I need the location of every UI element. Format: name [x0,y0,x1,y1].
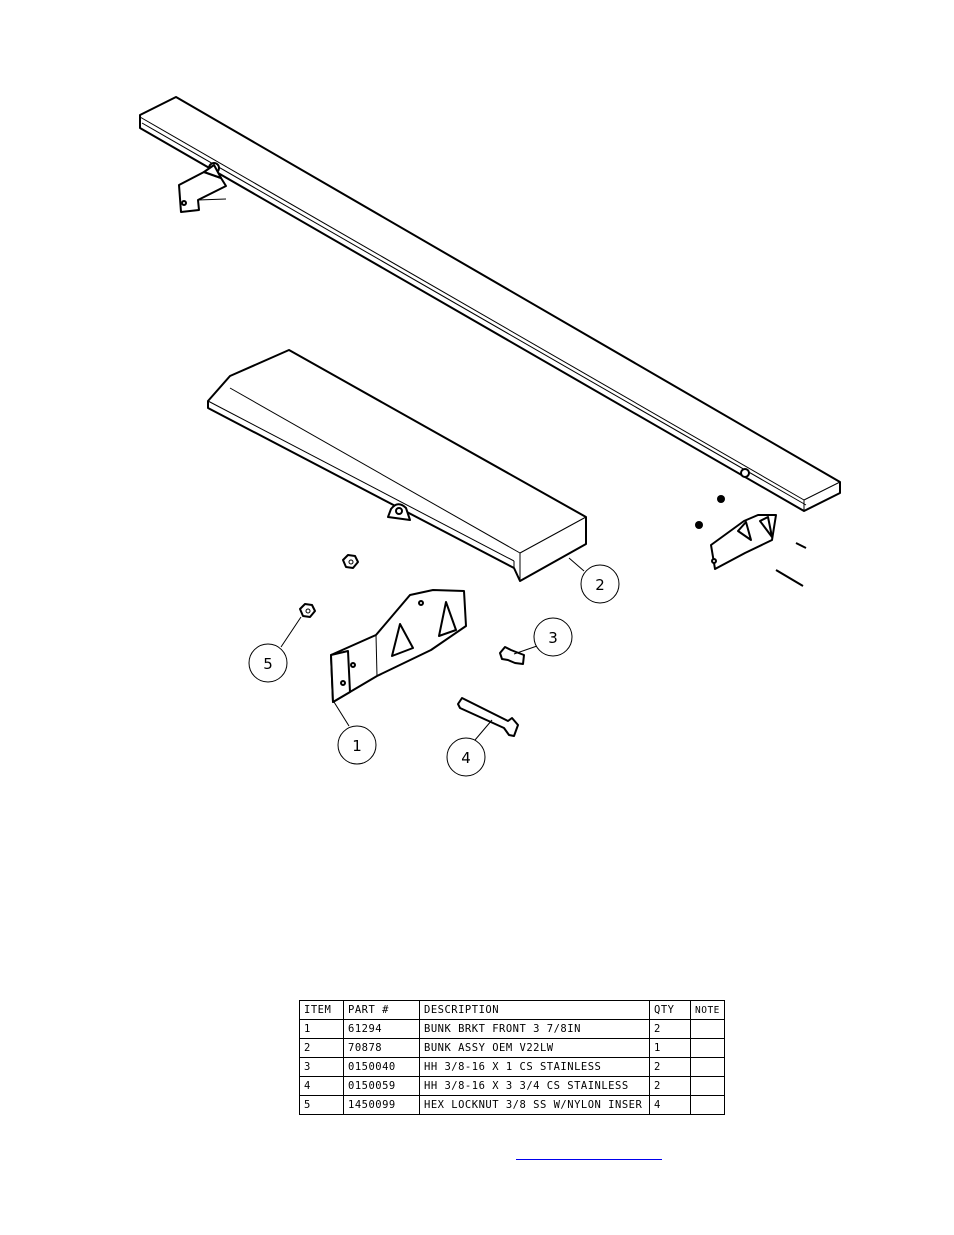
cell-note [690,1019,725,1039]
cell-description: HH 3/8-16 X 1 CS STAINLESS [419,1057,650,1077]
column-header-description: DESCRIPTION [419,1000,650,1020]
table-header-row: ITEM PART # DESCRIPTION QTY NOTE [299,1000,725,1020]
column-header-item: ITEM [299,1000,344,1020]
cell-part: 0150040 [343,1057,420,1077]
balloon-item-2: 2 [580,564,620,604]
table-row: 3 0150040 HH 3/8-16 X 1 CS STAINLESS 2 [299,1057,725,1077]
cell-note [690,1095,725,1115]
cell-note [690,1057,725,1077]
long-bolt [457,697,519,737]
cell-qty: 2 [649,1076,691,1096]
svg-text:2: 2 [595,576,605,594]
cell-note [690,1076,725,1096]
table-row: 1 61294 BUNK BRKT FRONT 3 7/8IN 2 [299,1019,725,1039]
table-row: 4 0150059 HH 3/8-16 X 3 3/4 CS STAINLESS… [299,1076,725,1096]
cell-description: HH 3/8-16 X 3 3/4 CS STAINLESS [419,1076,650,1096]
cell-part: 1450099 [343,1095,420,1115]
exploded-assembly-drawing: 1 2 3 4 5 [139,96,841,777]
cell-item: 5 [299,1095,344,1115]
balloon-item-1: 1 [337,725,377,765]
cell-part: 61294 [343,1019,420,1039]
cell-qty: 2 [649,1057,691,1077]
cell-qty: 2 [649,1019,691,1039]
balloon-item-3: 3 [533,617,573,657]
mounted-bracket-left [178,164,227,213]
cell-item: 1 [299,1019,344,1039]
locknut-lower [299,603,316,618]
footer-link[interactable] [516,1146,662,1160]
table-row: 5 1450099 HEX LOCKNUT 3/8 SS W/NYLON INS… [299,1095,725,1115]
cell-part: 70878 [343,1038,420,1058]
mounted-bracket-right [695,495,807,587]
long-bunk-board [139,96,841,512]
locknut-upper [342,554,359,569]
leader-lines [280,557,585,741]
short-bolt [499,646,525,665]
column-header-note: NOTE [690,1000,725,1020]
balloon-item-5: 5 [248,643,288,683]
cell-description: BUNK BRKT FRONT 3 7/8IN [419,1019,650,1039]
cell-note [690,1038,725,1058]
svg-text:1: 1 [352,737,362,755]
column-header-qty: QTY [649,1000,691,1020]
column-header-part: PART # [343,1000,420,1020]
bill-of-materials-table: ITEM PART # DESCRIPTION QTY NOTE 1 61294… [299,1000,725,1115]
cell-part: 0150059 [343,1076,420,1096]
cell-description: HEX LOCKNUT 3/8 SS W/NYLON INSER [419,1095,650,1115]
svg-text:5: 5 [263,655,273,673]
cell-item: 4 [299,1076,344,1096]
svg-text:3: 3 [548,629,558,647]
cell-item: 2 [299,1038,344,1058]
balloon-item-4: 4 [446,737,486,777]
svg-text:4: 4 [461,749,471,767]
cell-qty: 4 [649,1095,691,1115]
cell-qty: 1 [649,1038,691,1058]
short-bunk-board [207,349,587,582]
cell-description: BUNK ASSY OEM V22LW [419,1038,650,1058]
cell-item: 3 [299,1057,344,1077]
bunk-bracket [330,589,467,703]
table-row: 2 70878 BUNK ASSY OEM V22LW 1 [299,1038,725,1058]
